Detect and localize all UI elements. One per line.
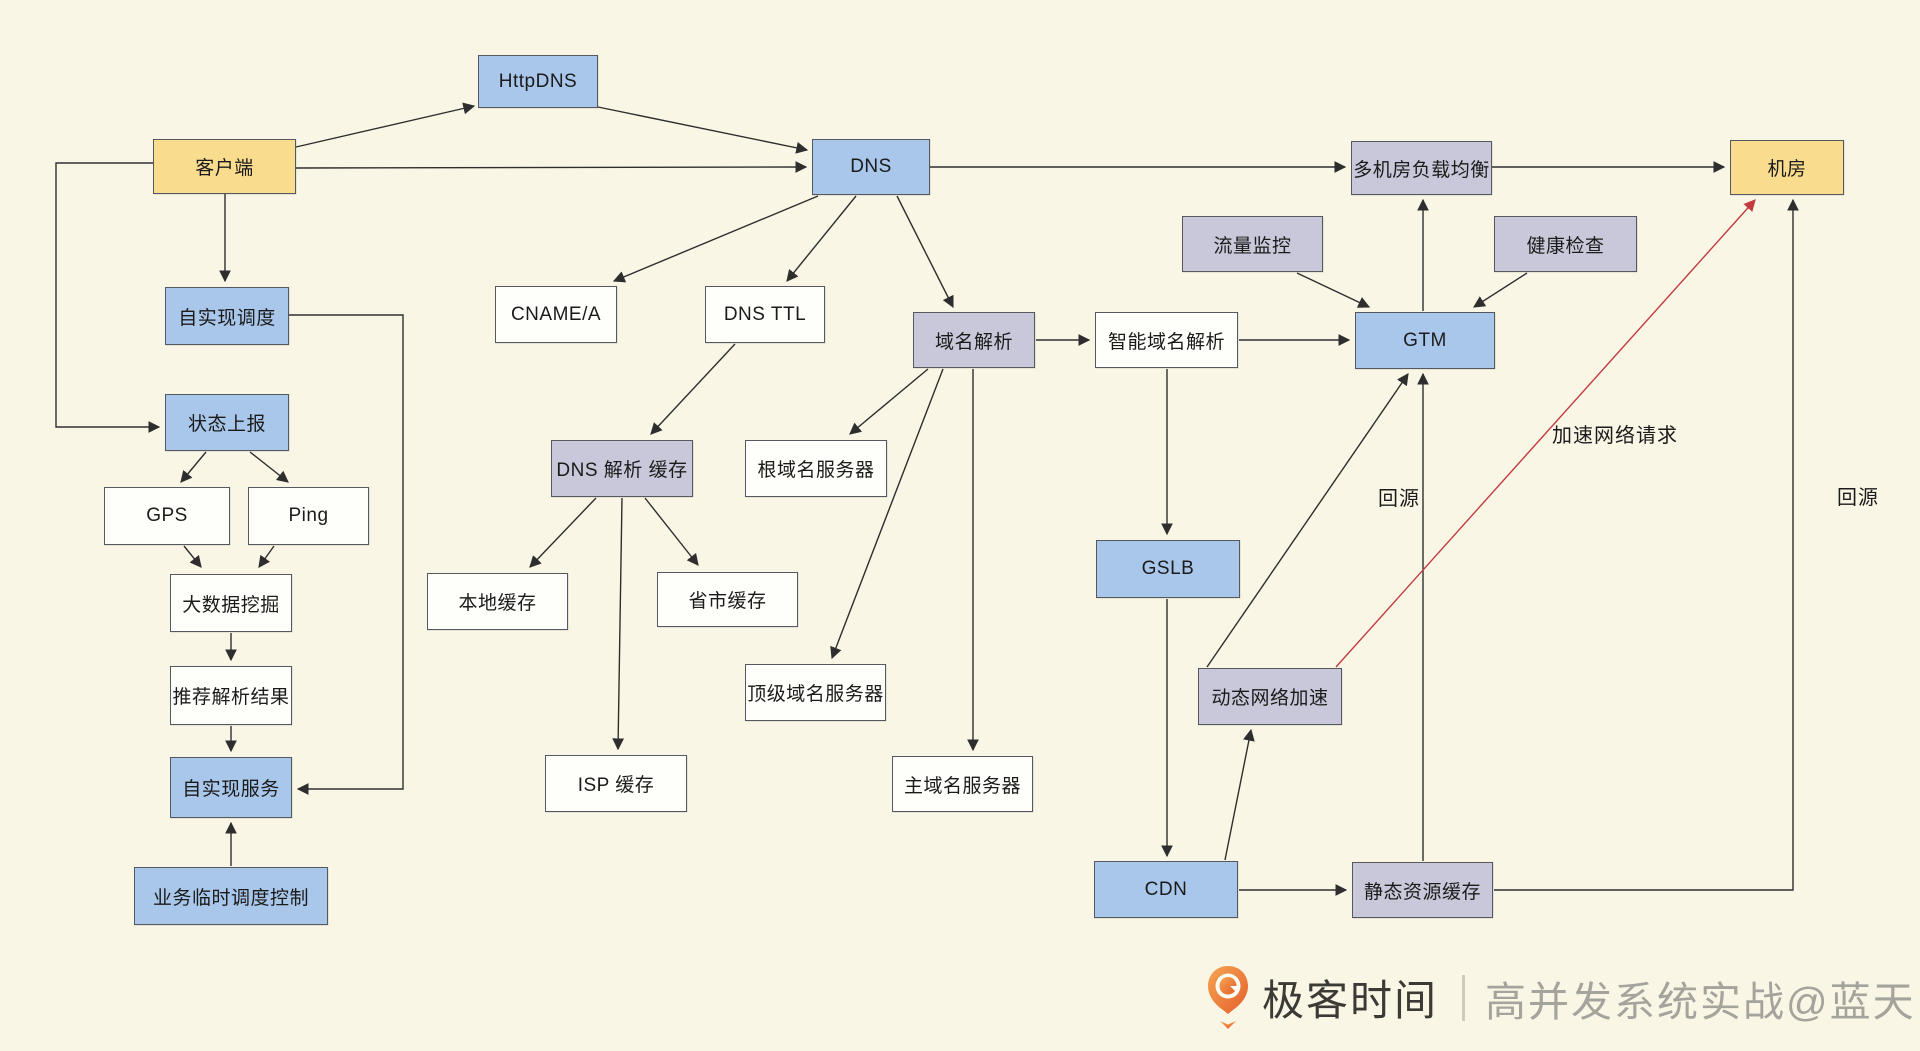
edge-zhuangtai-gps (180, 451, 207, 483)
edge-dongtai-gtm (1206, 373, 1409, 668)
node-root-dns-server: 根域名服务器 (745, 440, 887, 497)
node-smart-dns: 智能域名解析 (1095, 312, 1238, 368)
node-dynamic-accel: 动态网络加速 (1198, 668, 1342, 725)
edge-dnscache-bendi (529, 497, 597, 568)
node-self-service: 自实现服务 (170, 757, 292, 818)
node-health-check: 健康检查 (1494, 216, 1637, 272)
edge-kehuduan-zhuangtai (55, 162, 161, 433)
node-big-data-mining: 大数据挖掘 (170, 574, 292, 632)
edge-dnscache-isp (612, 497, 625, 751)
node-dns: DNS (812, 139, 930, 195)
edge-dns-yumingjiexi (896, 195, 954, 309)
node-self-scheduling: 自实现调度 (165, 287, 289, 345)
node-gps: GPS (104, 487, 230, 545)
node-httpdns: HttpDNS (478, 55, 598, 108)
node-multi-idc-lb: 多机房负载均衡 (1351, 141, 1492, 195)
edge-kehuduan-dns (295, 161, 808, 173)
node-isp-cache: ISP 缓存 (545, 755, 687, 812)
edge-kehuduan-httpdns (295, 102, 476, 148)
node-idc: 机房 (1730, 140, 1844, 195)
edge-dns-dnsttl (786, 195, 857, 282)
node-status-report: 状态上报 (165, 394, 289, 451)
node-static-cache: 静态资源缓存 (1352, 862, 1493, 918)
edge-yumingjiexi-dingji (830, 368, 944, 660)
edge-httpdns-dns (597, 106, 809, 154)
edge-dnsttl-dnscache (650, 343, 736, 435)
edge-cdn-dongtai (1224, 728, 1255, 861)
edge-liuliang-gtm (1296, 272, 1371, 308)
node-ping: Ping (248, 487, 369, 545)
geektime-logo-icon (1208, 965, 1248, 1029)
node-province-cache: 省市缓存 (657, 572, 798, 627)
node-primary-dns-server: 主域名服务器 (892, 756, 1033, 812)
node-dns-ttl: DNS TTL (705, 286, 825, 343)
edge-ping-dashuju (258, 545, 275, 568)
node-tld-dns-server: 顶级域名服务器 (745, 664, 886, 721)
node-domain-resolve: 域名解析 (913, 312, 1035, 368)
label-back-to-origin-gtm: 回源 (1378, 488, 1420, 510)
edge-gps-dashuju (183, 545, 202, 568)
node-client: 客户端 (153, 139, 296, 194)
node-cdn: CDN (1094, 861, 1238, 918)
node-local-cache: 本地缓存 (427, 573, 568, 630)
brand-text: 极客时间 (1262, 977, 1439, 1024)
node-recommend-result: 推荐解析结果 (170, 666, 292, 725)
node-biz-temp-control: 业务临时调度控制 (134, 867, 328, 925)
edge-zishixian-diaodu-zishixian-fuwu (289, 314, 404, 795)
edge-dns-cname (612, 195, 819, 283)
label-accelerated-request: 加速网络请求 (1552, 425, 1678, 447)
node-dns-resolve-cache: DNS 解析 缓存 (551, 440, 693, 497)
edge-jiankang-gtm (1472, 272, 1528, 308)
footer-watermark: 极客时间 高并发系统实战@蓝天 (1206, 960, 1916, 1035)
node-gslb: GSLB (1096, 540, 1240, 598)
node-traffic-monitor: 流量监控 (1182, 216, 1323, 272)
edge-jingtai-jifang-backsource (1494, 198, 1799, 891)
edge-zhuangtai-ping (249, 451, 289, 483)
watermark-text: 高并发系统实战@蓝天 (1485, 978, 1916, 1025)
edge-yumingjiexi-genyuming (849, 368, 929, 435)
edge-dnscache-shengshi (644, 497, 699, 566)
node-cname-a: CNAME/A (495, 286, 617, 343)
footer-divider (1462, 974, 1466, 1021)
label-back-to-origin-idc: 回源 (1837, 487, 1879, 509)
edge-dongtai-jifang-accelerated (1335, 199, 1756, 668)
node-gtm: GTM (1355, 312, 1495, 369)
